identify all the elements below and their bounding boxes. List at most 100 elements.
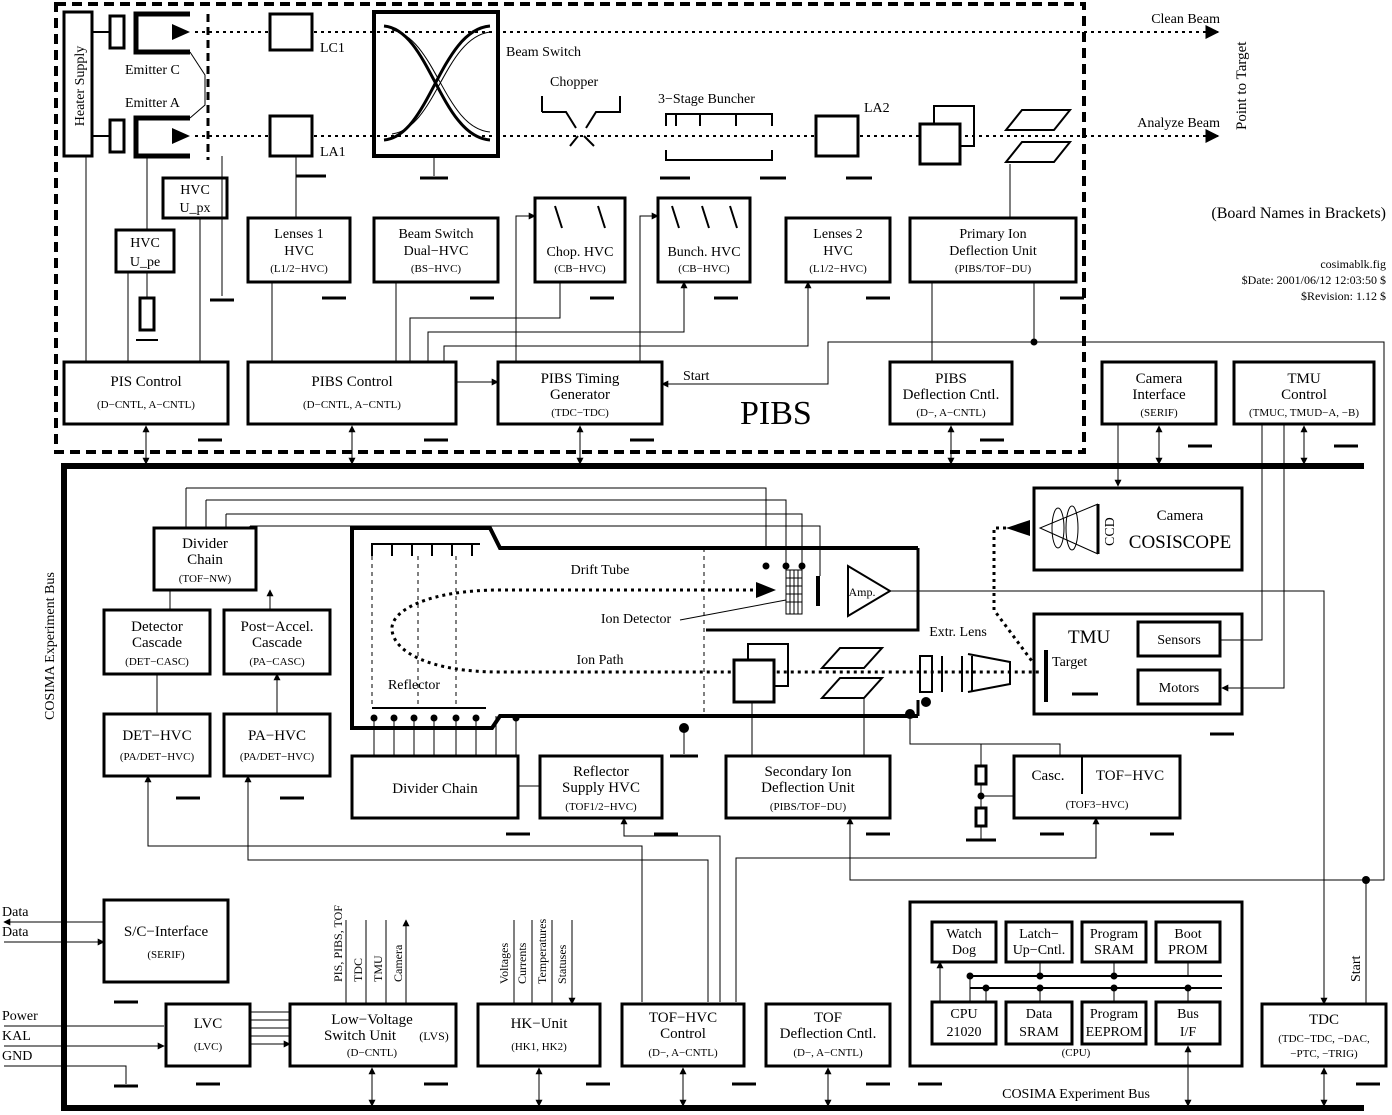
svg-text:Deflection Cntl.: Deflection Cntl. bbox=[780, 1026, 877, 1042]
svg-text:Chop. HVC: Chop. HVC bbox=[547, 245, 614, 260]
tmu-control: TMU Control (TMUC, TMUD−A, −B) bbox=[1232, 360, 1376, 426]
svg-text:Program: Program bbox=[1090, 927, 1138, 942]
svg-text:Start: Start bbox=[683, 369, 710, 384]
svg-text:Target: Target bbox=[1052, 655, 1087, 670]
svg-text:Reflector: Reflector bbox=[388, 678, 440, 693]
svg-text:Camera: Camera bbox=[1136, 371, 1183, 387]
svg-text:(D−, A−CNTL): (D−, A−CNTL) bbox=[916, 407, 986, 419]
experiment-bus-left-label: COSIMA Experiment Bus bbox=[43, 572, 58, 720]
bus-if bbox=[1154, 1000, 1222, 1046]
chopper-hvc: Chop. HVC (CB−HVC) bbox=[533, 196, 627, 284]
pibs-deflection-cntl: PIBS Deflection Cntl. (D−, A−CNTL) bbox=[888, 360, 1014, 426]
svg-text:Low−Voltage: Low−Voltage bbox=[331, 1012, 413, 1028]
svg-text:EEPROM: EEPROM bbox=[1086, 1025, 1143, 1040]
svg-text:(SERIF): (SERIF) bbox=[1140, 407, 1178, 419]
svg-text:S/C−Interface: S/C−Interface bbox=[124, 924, 209, 940]
hvc-upe bbox=[114, 228, 176, 274]
svg-text:TOF−HVC: TOF−HVC bbox=[649, 1010, 717, 1026]
svg-text:Secondary Ion: Secondary Ion bbox=[764, 764, 852, 780]
emitter-c-label: Emitter C bbox=[125, 63, 180, 78]
svg-text:Up−Cntl.: Up−Cntl. bbox=[1013, 943, 1066, 958]
svg-text:Voltages: Voltages bbox=[497, 943, 511, 984]
tof-deflection-cntl: TOF Deflection Cntl. (D−, A−CNTL) bbox=[764, 1002, 892, 1068]
low-voltage-switch-unit: Low−Voltage Switch Unit (LVS) (D−CNTL) bbox=[288, 1002, 458, 1068]
svg-text:TMU: TMU bbox=[1068, 627, 1111, 648]
beam-switch bbox=[372, 10, 500, 158]
svg-text:−PTC, −TRIG): −PTC, −TRIG) bbox=[1290, 1048, 1358, 1060]
watch-dog bbox=[930, 920, 998, 964]
svg-text:(DET−CASC): (DET−CASC) bbox=[125, 656, 189, 668]
svg-text:(D−CNTL, A−CNTL): (D−CNTL, A−CNTL) bbox=[303, 399, 401, 411]
svg-text:LC1: LC1 bbox=[320, 41, 345, 56]
svg-text:Lenses 1: Lenses 1 bbox=[274, 227, 323, 242]
latch-up-cntl bbox=[1004, 920, 1074, 964]
motors: Motors bbox=[1136, 668, 1222, 706]
svg-text:PIBS: PIBS bbox=[935, 371, 967, 387]
svg-text:(TDC−TDC, −DAC,: (TDC−TDC, −DAC, bbox=[1278, 1033, 1370, 1045]
cpu-21020 bbox=[930, 1000, 998, 1046]
point-to-target-label: Point to Target bbox=[1234, 41, 1250, 130]
svg-text:Statuses: Statuses bbox=[555, 944, 569, 984]
reflector-supply-hvc: Reflector Supply HVC (TOF1/2−HVC) bbox=[538, 754, 664, 820]
svg-text:GND: GND bbox=[2, 1049, 32, 1064]
svg-text:Motors: Motors bbox=[1159, 681, 1199, 696]
svg-text:CCD: CCD bbox=[1103, 517, 1118, 546]
board-names-note: (Board Names in Brackets) bbox=[1211, 205, 1386, 222]
svg-text:HVC: HVC bbox=[823, 244, 853, 259]
svg-text:PIBS Timing: PIBS Timing bbox=[541, 371, 620, 387]
buncher-label: 3−Stage Buncher bbox=[658, 92, 755, 107]
svg-text:(CPU): (CPU) bbox=[1062, 1047, 1091, 1059]
post-accel-cascade: Post−Accel. Cascade (PA−CASC) bbox=[222, 608, 332, 676]
svg-text:TMU: TMU bbox=[371, 955, 385, 982]
svg-text:Dog: Dog bbox=[952, 943, 976, 958]
clean-beam-label: Clean Beam bbox=[1151, 12, 1220, 27]
drift-tube bbox=[350, 526, 918, 730]
svg-text:Data: Data bbox=[1026, 1007, 1053, 1022]
svg-text:Deflection Unit: Deflection Unit bbox=[761, 780, 856, 796]
svg-text:(PA/DET−HVC): (PA/DET−HVC) bbox=[240, 751, 315, 763]
svg-text:Lenses 2: Lenses 2 bbox=[813, 227, 862, 242]
chopper-label: Chopper bbox=[550, 75, 599, 90]
svg-text:Divider Chain: Divider Chain bbox=[392, 781, 478, 797]
det-hvc: DET−HVC (PA/DET−HVC) bbox=[102, 712, 212, 778]
svg-text:Program: Program bbox=[1090, 1007, 1138, 1022]
svg-text:$Revision: 1.12 $: $Revision: 1.12 $ bbox=[1301, 289, 1386, 303]
svg-text:(PA−CASC): (PA−CASC) bbox=[249, 656, 305, 668]
lens-la2 bbox=[814, 114, 860, 158]
svg-text:SRAM: SRAM bbox=[1019, 1025, 1059, 1040]
svg-text:U_pe: U_pe bbox=[130, 255, 160, 270]
svg-text:HVC: HVC bbox=[180, 183, 210, 198]
svg-text:(BS−HVC): (BS−HVC) bbox=[411, 263, 462, 275]
tof-hvc: Casc. TOF−HVC (TOF3−HVC) bbox=[1012, 754, 1182, 820]
lenses1-hvc: Lenses 1 HVC (L1/2−HVC) bbox=[246, 216, 352, 284]
experiment-bus bbox=[61, 463, 1364, 1111]
lvc: LVC (LVC) bbox=[164, 1002, 252, 1068]
svg-text:Watch: Watch bbox=[946, 927, 981, 942]
svg-text:Cascade: Cascade bbox=[252, 635, 302, 651]
svg-text:(L1/2−HVC): (L1/2−HVC) bbox=[809, 263, 867, 275]
emitter-a-label: Emitter A bbox=[125, 96, 181, 111]
svg-text:Ion Path: Ion Path bbox=[576, 653, 623, 668]
buncher-hvc: Bunch. HVC (CB−HVC) bbox=[656, 196, 752, 284]
svg-text:PA−HVC: PA−HVC bbox=[248, 728, 306, 744]
analyze-beam-label: Analyze Beam bbox=[1137, 116, 1220, 131]
svg-text:PIBS Control: PIBS Control bbox=[311, 374, 392, 390]
svg-text:Chain: Chain bbox=[187, 552, 223, 568]
svg-text:(HK1, HK2): (HK1, HK2) bbox=[511, 1041, 567, 1053]
pibs-control: PIBS Control (D−CNTL, A−CNTL) bbox=[246, 360, 458, 426]
svg-text:Post−Accel.: Post−Accel. bbox=[240, 619, 313, 635]
sensors: Sensors bbox=[1136, 620, 1222, 658]
svg-text:Sensors: Sensors bbox=[1157, 633, 1201, 648]
svg-text:Ion Detector: Ion Detector bbox=[601, 612, 672, 627]
pibs-region bbox=[54, 2, 1086, 454]
svg-text:(D−CNTL, A−CNTL): (D−CNTL, A−CNTL) bbox=[97, 399, 195, 411]
sc-interface: S/C−Interface (SERIF) bbox=[102, 898, 230, 984]
svg-text:U_px: U_px bbox=[179, 201, 210, 216]
svg-text:TMU: TMU bbox=[1287, 371, 1321, 387]
svg-text:COSISCOPE: COSISCOPE bbox=[1129, 532, 1231, 553]
svg-text:Control: Control bbox=[660, 1026, 706, 1042]
svg-text:Bus: Bus bbox=[1177, 1007, 1199, 1022]
svg-text:LVC: LVC bbox=[194, 1016, 223, 1032]
svg-text:(PIBS/TOF−DU): (PIBS/TOF−DU) bbox=[955, 263, 1032, 275]
svg-text:(TDC−TDC): (TDC−TDC) bbox=[551, 407, 609, 419]
